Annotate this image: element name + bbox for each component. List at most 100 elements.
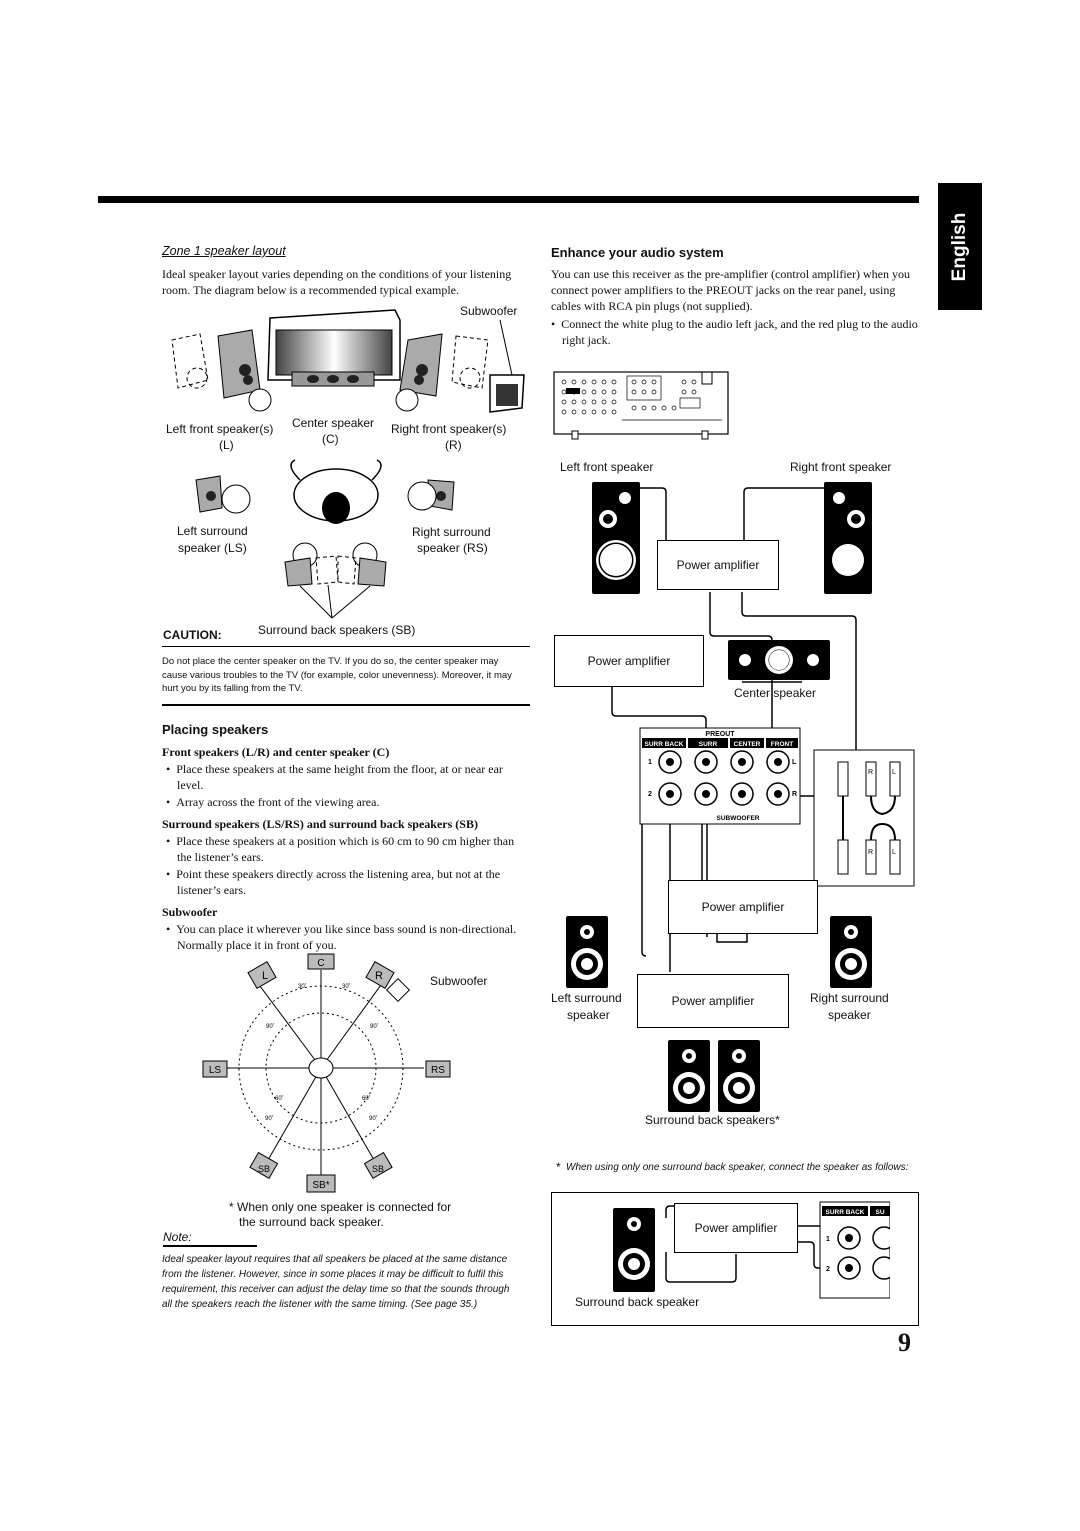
label-right-front-code: (R)	[445, 438, 462, 452]
preout-panel: PREOUT SURR BACK SURR CENTER FRONT SUBWO…	[639, 727, 801, 825]
circle-ls: LS	[209, 1065, 222, 1076]
rca-cable-illustration: R L R L	[813, 749, 915, 887]
placing-content: Front speakers (L/R) and center speaker …	[162, 744, 522, 953]
enhance-heading: Enhance your audio system	[551, 245, 724, 260]
label-subwoofer: Subwoofer	[460, 304, 518, 318]
note-rule	[163, 1245, 257, 1247]
wiring-right-surround-speaker: speaker	[828, 1008, 871, 1022]
circle-sb-star: SB*	[312, 1180, 329, 1191]
row-1-label: 1	[648, 759, 652, 766]
surr-label: SURR	[699, 741, 718, 748]
language-tab: English	[938, 183, 982, 310]
rca-r-bottom: R	[868, 849, 873, 856]
label-left-surround: Left surround	[177, 524, 248, 538]
angle-30-left: 30˚	[298, 983, 307, 990]
surround-speakers-heading: Surround speakers (LS/RS) and surround b…	[162, 817, 478, 831]
front-bullet-1-text: Place these speakers at the same height …	[176, 762, 503, 792]
subwoofer-jack-label: SUBWOOFER	[717, 815, 760, 822]
right-surround-speaker	[830, 916, 872, 988]
rca-l-bottom: L	[892, 849, 896, 856]
sb-panel-1: 1	[826, 1236, 830, 1243]
wiring-left-surround: Left surround	[551, 991, 622, 1005]
enhance-bullet: • Connect the white plug to the audio le…	[551, 317, 918, 347]
power-amp-surround-back: Power amplifier	[637, 974, 789, 1028]
wiring-center: Center speaker	[734, 686, 817, 700]
jack-r-label: R	[792, 791, 797, 798]
left-front-speaker	[592, 482, 640, 594]
wiring-footnote: When using only one surround back speake…	[566, 1162, 909, 1173]
front-bullet-2: • Array across the front of the viewing …	[166, 795, 380, 809]
placing-heading: Placing speakers	[162, 722, 269, 737]
front-speakers-heading: Front speakers (L/R) and center speaker …	[162, 745, 390, 759]
note-heading: Note:	[163, 1230, 192, 1244]
circle-r: R	[375, 970, 383, 982]
footnote-star: *	[556, 1160, 561, 1174]
circle-sb-right: SB	[372, 1164, 384, 1174]
row-2-label: 2	[648, 791, 652, 798]
circle-subwoofer-label: Subwoofer	[430, 974, 488, 988]
wiring-single-sb: Surround back speaker	[575, 1295, 700, 1309]
circle-footnote-1: * When only one speaker is connected for	[229, 1200, 452, 1214]
front-bullet-2-text: Array across the front of the viewing ar…	[176, 795, 380, 809]
circle-footnote-2: the surround back speaker.	[239, 1215, 384, 1229]
label-right-front: Right front speaker(s)	[391, 422, 507, 436]
power-amp-center: Power amplifier	[554, 635, 704, 687]
power-amp-front: Power amplifier	[657, 540, 779, 590]
subwoofer-bullet-1: • You can place it wherever you like sin…	[166, 922, 517, 952]
single-sb-diagram: SURR BACK SU 1 2	[613, 1201, 890, 1299]
angle-30-right: 30˚	[342, 983, 351, 990]
sb-panel-surr-back: SURR BACK	[826, 1209, 865, 1216]
angle-90-ur: 90˚	[370, 1023, 379, 1030]
sb-panel-su: SU	[875, 1209, 884, 1216]
surround-bullet-2: • Point these speakers directly across t…	[166, 867, 501, 897]
wiring-right-front: Right front speaker	[790, 460, 892, 474]
caution-rule	[162, 646, 530, 647]
receiver-rear-panel	[553, 371, 729, 440]
language-tab-label: English	[949, 212, 970, 281]
angle-60-left: 60˚	[275, 1095, 284, 1102]
label-center: Center speaker	[292, 416, 375, 430]
note-text: Ideal speaker layout requires that all s…	[162, 1254, 510, 1310]
circle-l: L	[262, 970, 268, 982]
caution-heading: CAUTION:	[163, 628, 222, 642]
caution-text: Do not place the center speaker on the T…	[162, 656, 512, 694]
front-label: FRONT	[771, 741, 793, 748]
right-front-speaker	[824, 482, 872, 594]
subwoofer-heading: Subwoofer	[162, 905, 218, 919]
placement-circle-diagram: C L R LS RS SB SB SB* 30˚ 30˚ 90˚ 90˚ 60…	[202, 953, 451, 1193]
label-center-code: (C)	[322, 432, 339, 446]
wiring-left-front: Left front speaker	[560, 460, 654, 474]
label-left-surround-code: speaker (LS)	[178, 541, 247, 555]
surround-bullet-1-text: Place these speakers at a position which…	[176, 834, 515, 864]
front-bullet-1: • Place these speakers at the same heigh…	[166, 762, 503, 792]
jack-l-label: L	[792, 759, 797, 766]
angle-60-right: 60˚	[362, 1095, 371, 1102]
angle-90-ll: 90˚	[265, 1115, 274, 1122]
single-sb-box	[551, 1192, 919, 1326]
wiring-surround-back: Surround back speakers*	[645, 1113, 780, 1127]
power-amp-single-sb: Power amplifier	[674, 1203, 798, 1253]
rca-r-top: R	[868, 769, 873, 776]
label-right-surround-code: speaker (RS)	[417, 541, 488, 555]
speaker-layout-illustration	[171, 309, 525, 619]
label-surround-back: Surround back speakers (SB)	[258, 623, 416, 637]
wiring-right-surround: Right surround	[810, 991, 889, 1005]
circle-rs: RS	[431, 1065, 445, 1076]
label-left-front-code: (L)	[219, 438, 234, 452]
center-speaker	[728, 640, 830, 680]
enhance-bullet-text: Connect the white plug to the audio left…	[561, 317, 918, 347]
sb-panel-2: 2	[826, 1266, 830, 1273]
center-jack-label: CENTER	[734, 741, 761, 748]
left-surround-speaker	[566, 916, 608, 988]
wiring-left-surround-speaker: speaker	[567, 1008, 610, 1022]
power-amp-surround: Power amplifier	[668, 880, 818, 934]
rca-l-top: L	[892, 769, 896, 776]
enhance-text: You can use this receiver as the pre-amp…	[551, 267, 910, 313]
preout-label: PREOUT	[705, 731, 735, 738]
angle-90-lr: 90˚	[369, 1115, 378, 1122]
angle-90-ul: 90˚	[266, 1023, 275, 1030]
surround-bullet-2-text: Point these speakers directly across the…	[176, 867, 501, 897]
subwoofer-bullet-1-text: You can place it wherever you like since…	[176, 922, 517, 952]
surround-back-speakers	[668, 1040, 760, 1112]
zone1-intro: Ideal speaker layout varies depending on…	[162, 267, 512, 297]
